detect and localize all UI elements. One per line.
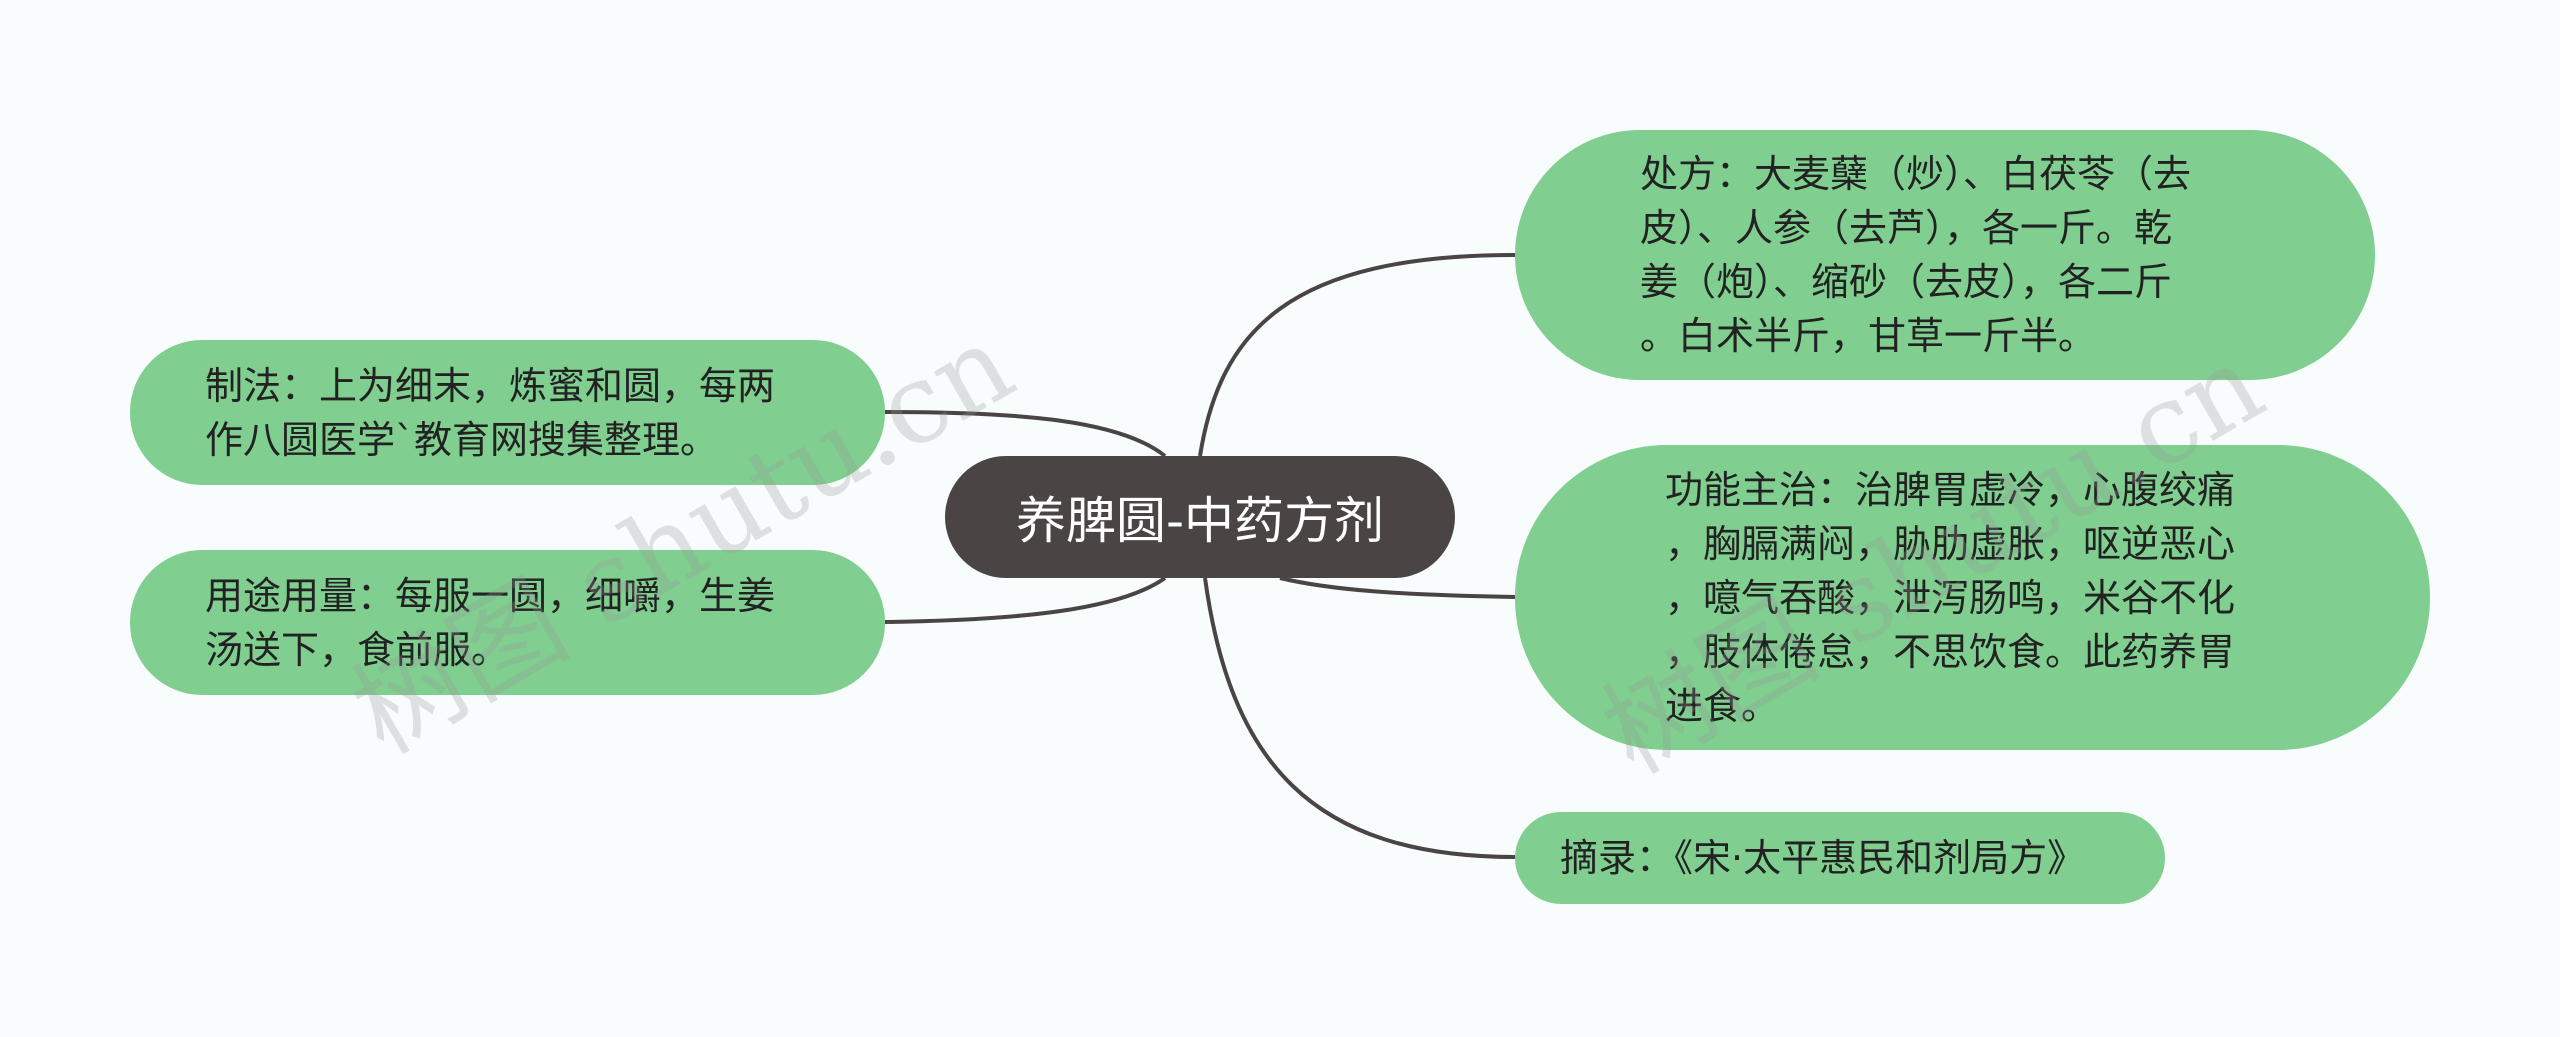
branch-preparation[interactable]: 制法：上为细末，炼蜜和圆，每两 作八圆医学`教育网搜集整理。 [130,340,885,485]
branch-indications[interactable]: 功能主治：治脾胃虚冷，心腹绞痛 ，胸膈满闷，胁肋虚胀，呕逆恶心 ，噫气吞酸，泄泻… [1515,445,2430,750]
branch-prescription-text: 处方：大麦蘖（炒）、白茯苓（去 皮）、人参（去芦），各一斤。乾 姜（炮）、缩砂（… [1640,152,2192,358]
branch-source[interactable]: 摘录：《宋·太平惠民和剂局方》 [1515,812,2165,904]
branch-preparation-text: 制法：上为细末，炼蜜和圆，每两 作八圆医学`教育网搜集整理。 [205,363,776,462]
connector-preparation [884,410,1167,458]
branch-prescription[interactable]: 处方：大麦蘖（炒）、白茯苓（去 皮）、人参（去芦），各一斤。乾 姜（炮）、缩砂（… [1515,130,2375,380]
branch-usage[interactable]: 用途用量：每服一圆，细嚼，生姜 汤送下，食前服。 [130,550,885,695]
central-topic-label: 养脾圆-中药方剂 [1015,492,1385,550]
connector-usage [884,576,1167,624]
branch-indications-text: 功能主治：治脾胃虚冷，心腹绞痛 ，胸膈满闷，胁肋虚胀，呕逆恶心 ，噫气吞酸，泄泻… [1665,467,2236,728]
connector-prescription [1198,253,1516,457]
branch-usage-text: 用途用量：每服一圆，细嚼，生姜 汤送下，食前服。 [205,573,776,672]
connector-source [1203,577,1516,859]
connector-indications [1279,576,1516,599]
branch-source-text: 摘录：《宋·太平惠民和剂局方》 [1560,836,2086,880]
central-topic[interactable]: 养脾圆-中药方剂 [945,456,1455,578]
